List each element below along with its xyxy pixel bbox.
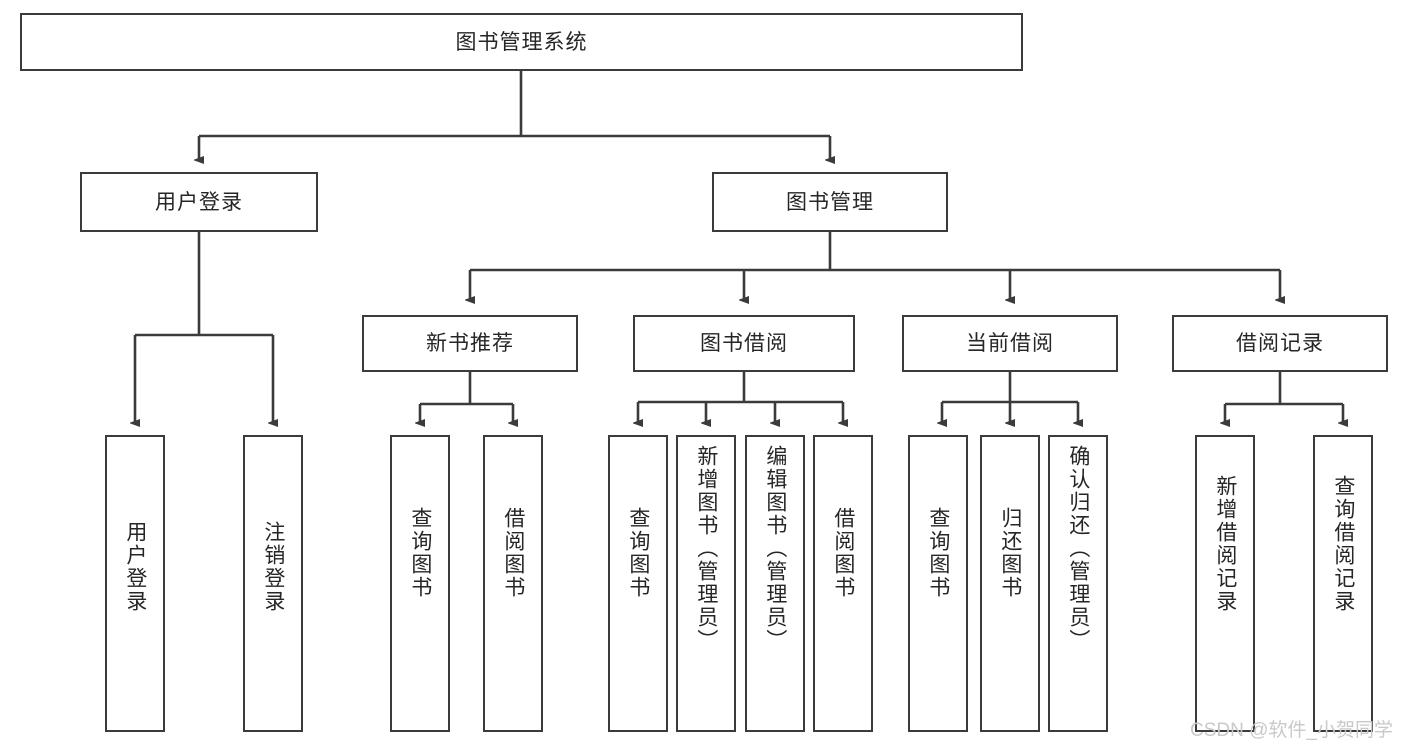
node-book-manage[interactable]: 图书管理 (712, 172, 948, 232)
node-leaf-borrow-book-1-label: 借阅图书 (501, 507, 525, 599)
node-leaf-edit-book-admin[interactable]: 编辑图书（管理员） (745, 435, 805, 732)
node-leaf-query-book-2[interactable]: 查询图书 (608, 435, 668, 732)
node-book-manage-label: 图书管理 (786, 190, 874, 214)
node-leaf-borrow-book-1[interactable]: 借阅图书 (483, 435, 543, 732)
node-leaf-query-book-3-label: 查询图书 (926, 507, 950, 599)
node-root[interactable]: 图书管理系统 (20, 13, 1023, 71)
node-leaf-user-login-label: 用户登录 (123, 521, 147, 613)
csdn-watermark: CSDN @软件_小贺同学 (1190, 720, 1393, 741)
node-borrow-record[interactable]: 借阅记录 (1172, 315, 1388, 372)
node-root-label: 图书管理系统 (455, 30, 588, 54)
node-leaf-user-login[interactable]: 用户登录 (105, 435, 165, 732)
node-book-borrow[interactable]: 图书借阅 (633, 315, 855, 372)
node-leaf-add-book-admin-label: 新增图书（管理员） (694, 445, 718, 652)
node-leaf-borrow-book-2[interactable]: 借阅图书 (813, 435, 873, 732)
node-leaf-logout[interactable]: 注销登录 (243, 435, 303, 732)
node-leaf-borrow-book-2-label: 借阅图书 (831, 507, 855, 599)
node-leaf-query-borrow-record[interactable]: 查询借阅记录 (1313, 435, 1373, 732)
node-leaf-add-borrow-record[interactable]: 新增借阅记录 (1195, 435, 1255, 732)
node-leaf-return-book-label: 归还图书 (998, 507, 1022, 599)
node-borrow-record-label: 借阅记录 (1236, 332, 1324, 355)
node-leaf-add-book-admin[interactable]: 新增图书（管理员） (676, 435, 736, 732)
node-leaf-query-borrow-record-label: 查询借阅记录 (1331, 475, 1355, 613)
node-new-book-rec-label: 新书推荐 (426, 332, 514, 355)
node-leaf-query-book-1-label: 查询图书 (408, 507, 432, 599)
node-leaf-edit-book-admin-label: 编辑图书（管理员） (763, 445, 787, 652)
node-leaf-query-book-1[interactable]: 查询图书 (390, 435, 450, 732)
node-leaf-return-book[interactable]: 归还图书 (980, 435, 1040, 732)
node-current-borrow-label: 当前借阅 (966, 332, 1054, 355)
node-leaf-logout-label: 注销登录 (261, 521, 285, 613)
node-leaf-add-borrow-record-label: 新增借阅记录 (1213, 475, 1237, 613)
node-leaf-confirm-return-admin-label: 确认归还（管理员） (1066, 445, 1090, 652)
node-leaf-query-book-3[interactable]: 查询图书 (908, 435, 968, 732)
node-current-borrow[interactable]: 当前借阅 (902, 315, 1118, 372)
node-new-book-rec[interactable]: 新书推荐 (362, 315, 578, 372)
node-user-login-label: 用户登录 (155, 190, 243, 214)
node-user-login[interactable]: 用户登录 (80, 172, 318, 232)
node-leaf-query-book-2-label: 查询图书 (626, 507, 650, 599)
node-book-borrow-label: 图书借阅 (700, 332, 788, 355)
node-leaf-confirm-return-admin[interactable]: 确认归还（管理员） (1048, 435, 1108, 732)
